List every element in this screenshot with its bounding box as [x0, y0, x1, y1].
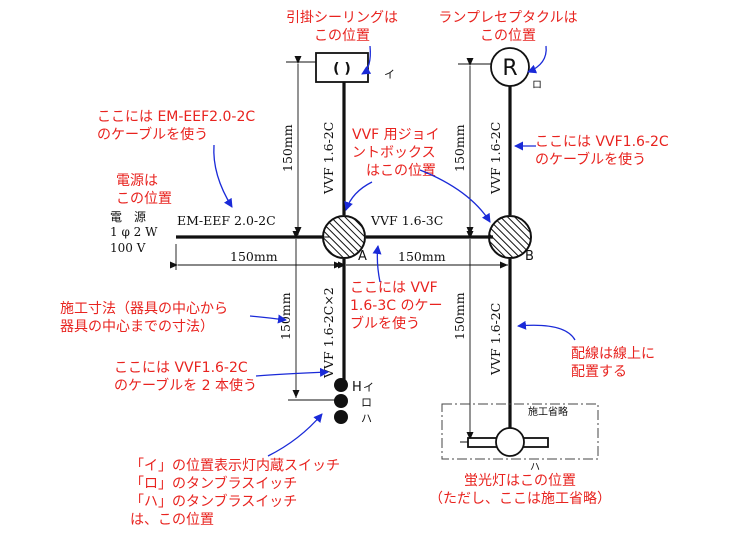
- note-wiring-2: 配置する: [571, 364, 627, 380]
- dim-b-down: 150mm: [452, 292, 467, 340]
- arrow-switches: [267, 413, 323, 457]
- receptacle-mark: ロ: [532, 80, 542, 91]
- cable-source: EM-EEF 2.0-2C: [177, 213, 276, 228]
- box-b-label: B: [525, 249, 534, 264]
- switch-mark-ro: ロ: [361, 396, 372, 409]
- note-switches-2: 「ロ」のタンブラスイッチ: [130, 475, 297, 492]
- switch-mark-i: イ: [363, 381, 374, 394]
- arrow-a-down-cable: [255, 367, 329, 377]
- note-a-down-cable-1: ここには VVF1.6-2C: [114, 360, 248, 376]
- note-switches-1: 「イ」の位置表示灯内蔵スイッチ: [130, 458, 340, 474]
- lamp-receptacle: R ロ: [490, 47, 542, 91]
- note-jbox-1: VVF 用ジョイ: [352, 127, 440, 143]
- note-b-up-cable-2: のケーブルを使う: [535, 151, 646, 168]
- junction-box-a: A: [322, 215, 367, 264]
- arrow-dimension: [249, 314, 287, 324]
- arrow-ceiling: [361, 45, 372, 75]
- note-switches-4: は、この位置: [130, 512, 214, 528]
- dim-left: 150mm: [230, 249, 278, 264]
- cable-labels: EM-EEF 2.0-2C VVF 1.6-3C VVF 1.6-2C VVF …: [177, 122, 503, 379]
- note-jbox-3: はこの位置: [366, 163, 436, 179]
- note-power-1: 電源は: [116, 173, 158, 189]
- cable-b-down: VVF 1.6-2C: [488, 303, 503, 376]
- note-receptacle-1: ランプレセプタクルは: [438, 10, 577, 26]
- note-ab-cable-3: ブルを使う: [350, 315, 420, 332]
- box-a-label: A: [358, 249, 367, 264]
- note-jbox-2: ントボックス: [352, 145, 436, 161]
- dim-ab: 150mm: [398, 249, 446, 264]
- note-power-2: この位置: [116, 191, 172, 207]
- arrow-jbox-a: [344, 181, 373, 211]
- note-b-up-cable-1: ここには VVF1.6-2C: [535, 134, 669, 150]
- arrow-receptacle: [527, 45, 547, 74]
- note-ab-cable-1: ここには VVF: [350, 280, 438, 296]
- note-receptacle-2: この位置: [480, 28, 536, 44]
- dimension-labels: 150mm 150mm 150mm 150mm 150mm 150mm: [230, 124, 467, 340]
- dim-b-up: 150mm: [452, 124, 467, 172]
- ceiling-symbol: ( ): [333, 61, 351, 77]
- power-label-3: 100 V: [110, 241, 146, 255]
- note-wiring-1: 配線は線上に: [571, 346, 655, 362]
- note-fluorescent-1: 蛍光灯はこの位置: [464, 473, 576, 489]
- cable-a-up: VVF 1.6-2C: [321, 122, 336, 195]
- cable-a-down: VVF 1.6-2C×2: [321, 287, 336, 379]
- note-fluorescent-2: （ただし、ここは施工省略）: [429, 491, 611, 507]
- annotations: 引掛シーリングは この位置 ランプレセプタクルは この位置 ここには EM-EE…: [60, 10, 669, 528]
- note-source-cable-2: のケーブルを使う: [97, 126, 208, 143]
- receptacle-symbol: R: [502, 56, 517, 81]
- note-ceiling-1: 引掛シーリングは: [286, 10, 398, 26]
- note-switches-3: 「ハ」のタンブラスイッチ: [130, 493, 297, 510]
- fluorescent-mark: ハ: [530, 462, 540, 473]
- ceiling-mark: イ: [384, 68, 395, 81]
- dimension-lines: [170, 56, 511, 443]
- note-dimension-1: 施工寸法（器具の中心から: [60, 301, 228, 317]
- arrow-source-cable: [213, 144, 233, 208]
- note-source-cable-1: ここには EM-EEF2.0-2C: [97, 109, 255, 125]
- cable-a-b: VVF 1.6-3C: [370, 213, 443, 228]
- note-ceiling-2: この位置: [314, 28, 370, 44]
- cable-b-up: VVF 1.6-2C: [488, 122, 503, 195]
- pointer-arrows: [213, 45, 576, 457]
- junction-box-b: B: [488, 215, 534, 264]
- arrow-ab-cable: [372, 245, 382, 283]
- note-ab-cable-2: 1.6-3C のケー: [350, 298, 442, 314]
- power-label-2: 1 φ 2 W: [110, 225, 158, 239]
- note-a-down-cable-2: のケーブルを 2 本使う: [114, 377, 257, 394]
- dim-a-up: 150mm: [280, 124, 295, 172]
- ceiling-rosette: ( ) イ: [315, 52, 395, 83]
- dim-a-down: 150mm: [278, 292, 293, 340]
- arrow-jbox-b: [419, 169, 491, 223]
- switch-group: H イ ロ ハ: [334, 378, 374, 425]
- power-source: 電 源 1 φ 2 W 100 V: [110, 210, 158, 255]
- arrow-wiring: [517, 320, 576, 341]
- power-label-1: 電 源: [110, 210, 146, 224]
- switch-h: H: [352, 380, 362, 395]
- omitted-label: 施工省略: [528, 405, 568, 418]
- note-dimension-2: 器具の中心までの寸法）: [60, 319, 214, 335]
- fluorescent-lamp: 施工省略 ハ: [441, 403, 599, 473]
- switch-mark-ha: ハ: [361, 412, 372, 425]
